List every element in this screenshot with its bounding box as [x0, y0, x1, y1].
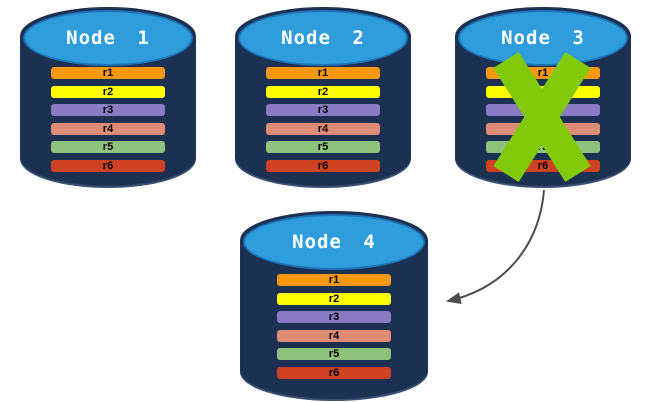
replica-row-r5: r5 — [51, 141, 165, 153]
replica-row-r1: r1 — [266, 67, 380, 79]
replica-row-list: r1 r2 r3 r4 r5 r6 — [486, 67, 600, 172]
replica-row-r5: r5 — [486, 141, 600, 153]
replica-row-list: r1 r2 r3 r4 r5 r6 — [51, 67, 165, 172]
replica-row-r2: r2 — [486, 85, 600, 98]
replica-row-r4: r4 — [51, 122, 165, 135]
db-node-3: Node 3 r1 r2 r3 r4 r5 r6 — [455, 7, 631, 188]
replica-row-r3: r3 — [266, 104, 380, 116]
replica-row-r3: r3 — [486, 104, 600, 116]
replica-row-list: r1 r2 r3 r4 r5 r6 — [266, 67, 380, 172]
cylinder-top: Node 4 — [243, 214, 425, 270]
cylinder-top: Node 3 — [458, 10, 628, 66]
replica-row-r4: r4 — [277, 329, 391, 342]
node-title: Node 4 — [292, 231, 376, 253]
cylinder-top: Node 2 — [238, 10, 408, 66]
replica-row-r3: r3 — [277, 311, 391, 323]
replica-row-r5: r5 — [266, 141, 380, 153]
db-node-2: Node 2 r1 r2 r3 r4 r5 r6 — [235, 7, 411, 188]
node-title: Node 1 — [66, 27, 150, 49]
db-node-4: Node 4 r1 r2 r3 r4 r5 r6 — [240, 211, 428, 401]
failover-arrow — [445, 189, 545, 305]
db-node-1: Node 1 r1 r2 r3 r4 r5 r6 — [20, 7, 196, 188]
replica-row-r6: r6 — [266, 159, 380, 172]
node-title: Node 3 — [501, 27, 585, 49]
replica-row-r4: r4 — [266, 122, 380, 135]
replica-row-list: r1 r2 r3 r4 r5 r6 — [277, 274, 391, 379]
replica-row-r2: r2 — [51, 85, 165, 98]
replica-row-r5: r5 — [277, 348, 391, 360]
replica-row-r4: r4 — [486, 122, 600, 135]
node-title: Node 2 — [281, 27, 365, 49]
replica-row-r2: r2 — [266, 85, 380, 98]
replica-row-r1: r1 — [486, 67, 600, 79]
replica-row-r2: r2 — [277, 292, 391, 305]
replica-row-r1: r1 — [277, 274, 391, 286]
replica-row-r6: r6 — [51, 159, 165, 172]
cylinder-top: Node 1 — [23, 10, 193, 66]
replica-row-r3: r3 — [51, 104, 165, 116]
replica-row-r6: r6 — [486, 159, 600, 172]
replica-row-r6: r6 — [277, 366, 391, 379]
replica-row-r1: r1 — [51, 67, 165, 79]
